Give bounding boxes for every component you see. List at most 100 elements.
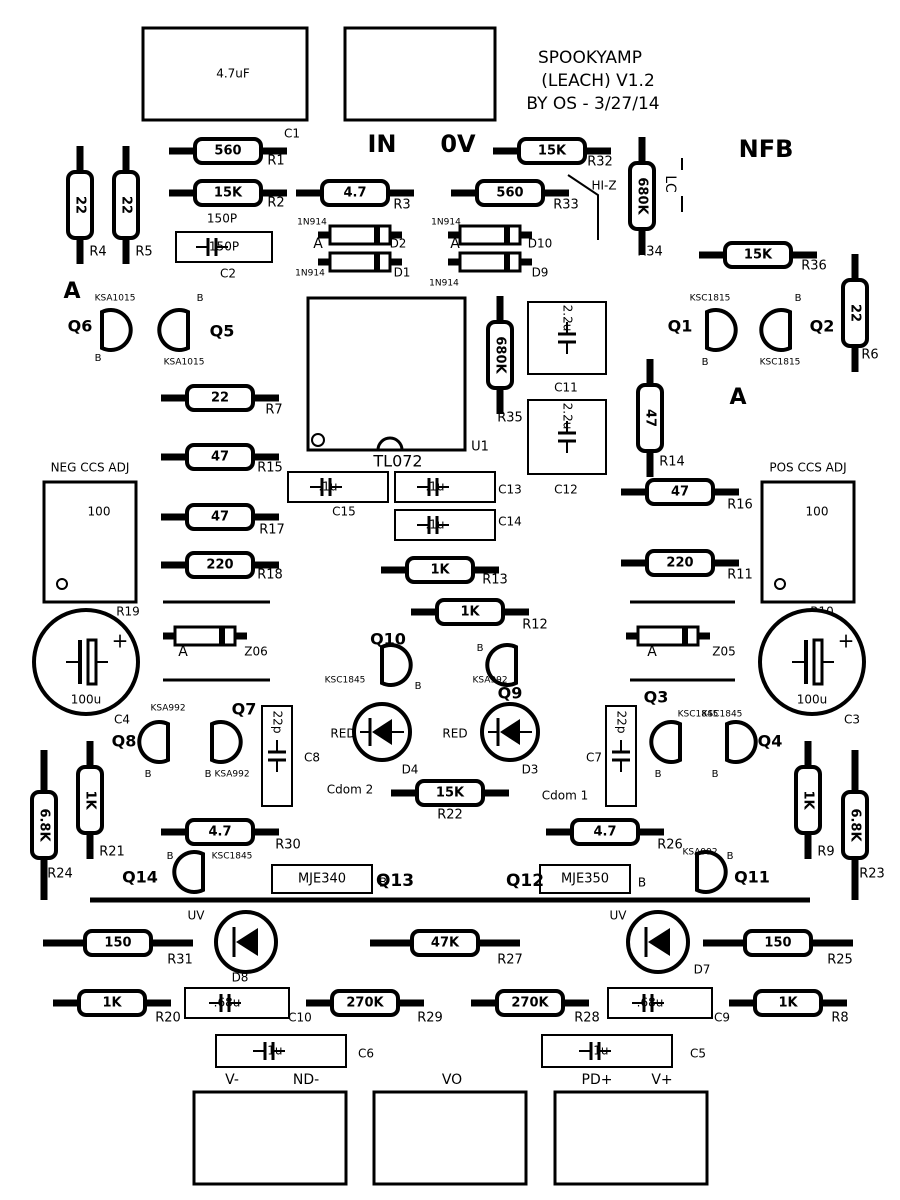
ic-part: TL072 — [372, 452, 422, 471]
resistor-ref: R23 — [859, 867, 885, 882]
resistor-ref: R32 — [587, 155, 613, 170]
trimpot-ref: R19 — [116, 605, 140, 619]
led-ref: D4 — [402, 763, 419, 777]
power-connector: V-ND- — [192, 1072, 348, 1186]
resistor-ref: R27 — [497, 953, 523, 968]
resistor-ref: R11 — [727, 568, 753, 583]
base-label: B — [727, 851, 734, 862]
led-ref: D3 — [522, 763, 539, 777]
transistor-ref: Q1 — [668, 317, 693, 336]
led-color: RED — [442, 727, 467, 741]
resistor-value: 150 — [764, 936, 791, 951]
ic-pin1-dot — [311, 433, 325, 447]
resistor-value: 680K — [493, 336, 508, 374]
resistor-value: 1K — [102, 996, 122, 1011]
diode-z06: Z06 — [163, 625, 268, 659]
net-label-nfb: NFB — [739, 135, 794, 163]
capacitor-value: .1u — [589, 1044, 608, 1058]
resistor-ref: R18 — [257, 568, 283, 583]
resistor-ref: R14 — [659, 455, 685, 470]
title-line-1: SPOOKYAMP — [538, 48, 642, 68]
resistor-r12: 1K R12 — [411, 598, 548, 633]
resistor-value: 4.7 — [343, 186, 366, 201]
resistor-r20: 1K R20 — [53, 989, 181, 1026]
transistor-part: KSA992 — [150, 704, 185, 714]
capacitor-value: .1u — [318, 480, 337, 494]
resistor-ref: R34 — [637, 245, 663, 260]
diode-part: 1N914 — [297, 218, 327, 228]
resistor-ref: R28 — [574, 1011, 600, 1026]
base-label: B — [95, 353, 102, 364]
resistor-value: 220 — [666, 556, 693, 571]
resistor-value: 22 — [211, 391, 229, 406]
resistor-value: 15K — [436, 786, 465, 801]
connector-label: VO — [442, 1072, 462, 1088]
net-label-hi-z: HI-Z — [591, 179, 616, 193]
transistor-ref: Q7 — [232, 700, 257, 719]
power-connector: VO — [372, 1072, 528, 1186]
anode-label: A — [178, 644, 188, 660]
resistor-ref: R7 — [265, 403, 282, 418]
capacitor-ref: C12 — [554, 483, 578, 497]
resistor-value: 1K — [460, 605, 480, 620]
resistor-ref: R20 — [155, 1011, 181, 1026]
transistor-ref: Q3 — [644, 688, 669, 707]
base-label: B — [655, 769, 662, 780]
resistor-value: 47 — [671, 485, 689, 500]
capacitor-value: 4.7uF — [216, 67, 250, 81]
resistor-ref: R5 — [135, 245, 152, 260]
capacitor-value: .1u — [425, 518, 444, 532]
resistor-value: 15K — [744, 248, 773, 263]
net-label-0v: 0V — [440, 130, 476, 158]
diode-ref: Z05 — [712, 645, 736, 659]
resistor-value: 22 — [73, 196, 88, 214]
base-label: B — [379, 876, 387, 890]
led-color: UV — [610, 909, 628, 923]
capacitor-value: .68u — [214, 996, 241, 1010]
diode-ref: D10 — [528, 237, 553, 251]
resistor-ref: R9 — [817, 845, 834, 860]
transistor-ref: Q2 — [810, 317, 835, 336]
title-line-3: BY OS - 3/27/14 — [526, 94, 659, 114]
resistor-ref: R25 — [827, 953, 853, 968]
ic-u1 — [306, 296, 467, 452]
resistor-ref: R12 — [522, 618, 548, 633]
base-label: B — [145, 769, 152, 780]
resistor-value: 1K — [778, 996, 798, 1011]
base-label: B — [702, 357, 709, 368]
resistor-value: 6.8K — [37, 808, 52, 842]
anode-label: A — [647, 644, 657, 660]
anode-label: A — [313, 236, 323, 252]
transistor-part: KSC1815 — [760, 358, 801, 368]
connector-sublabel: ND- — [293, 1072, 319, 1088]
trimpot-label: POS CCS ADJ — [769, 461, 846, 475]
resistor-ref: R35 — [497, 411, 523, 426]
resistor-value: 220 — [206, 558, 233, 573]
resistor-value: 15K — [538, 144, 567, 159]
